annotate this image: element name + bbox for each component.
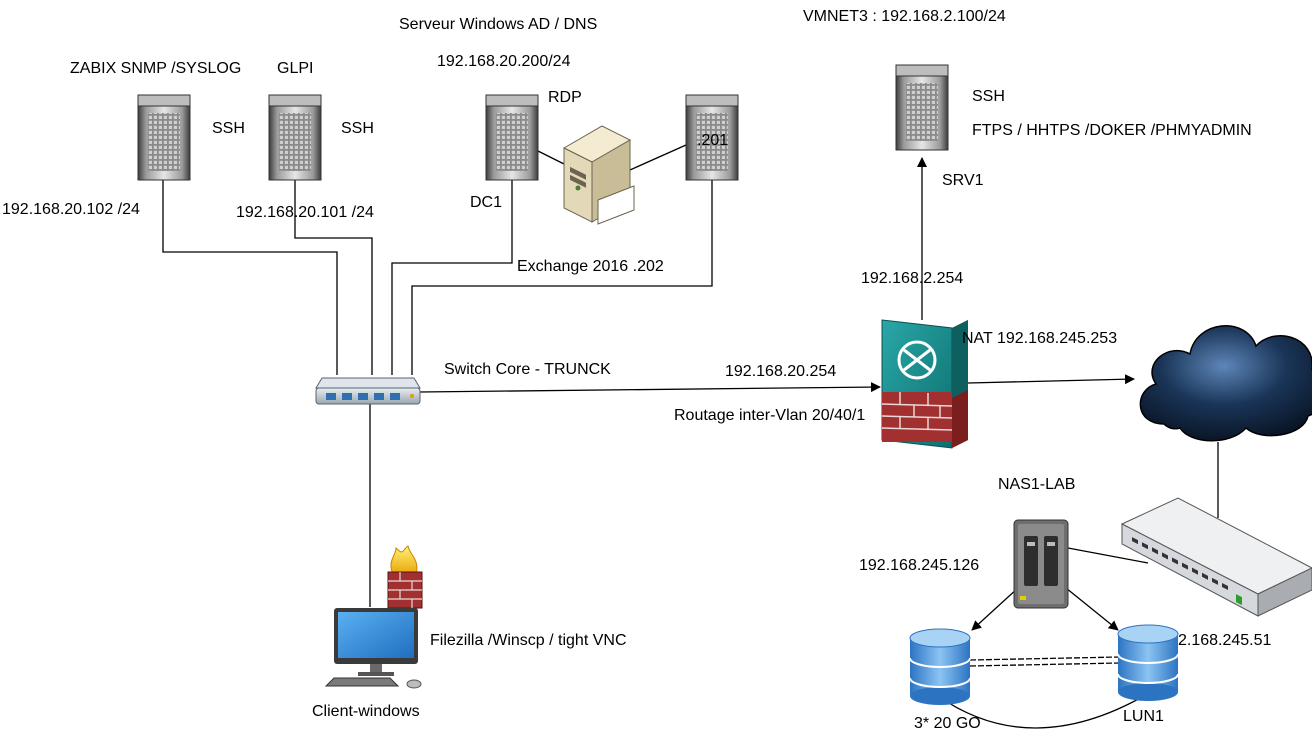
exchange-label: Exchange 2016 .202 — [517, 258, 664, 275]
internet-cloud[interactable] — [1139, 325, 1312, 442]
link-exchange-srv201 — [629, 144, 687, 171]
fw-inside-ip-label: 192.168.2.254 — [861, 270, 964, 287]
zabbix-ssh-label: SSH — [212, 120, 245, 137]
client-apps-label: Filezilla /Winscp / tight VNC — [430, 632, 627, 649]
pc-tower-icon — [562, 125, 635, 225]
nas-icon — [1013, 519, 1069, 609]
server-glpi[interactable] — [268, 94, 322, 181]
cloud-icon — [1139, 325, 1312, 442]
server-exchange[interactable] — [562, 125, 635, 225]
network-switch-icon — [315, 377, 421, 405]
server-dc1[interactable] — [485, 94, 539, 181]
rack-switch-icon — [1120, 497, 1312, 617]
database-icon — [1117, 624, 1179, 701]
lun-ip-label: 2.168.245.51 — [1178, 632, 1272, 649]
lun1-label: LUN1 — [1123, 708, 1164, 725]
zabbix-ip-label: 192.168.20.102 /24 — [2, 201, 140, 218]
link-firewall-cloud — [967, 374, 1135, 385]
glpi-ip-label: 192.168.20.101 /24 — [236, 204, 374, 221]
client-label: Client-windows — [312, 703, 420, 720]
gateway-ip-label: 192.168.20.254 — [725, 363, 837, 380]
server-tower-icon — [895, 64, 949, 151]
link-disk-replica-a — [969, 656, 1121, 661]
link-disk-arc — [937, 695, 1145, 729]
nat-label: NAT 192.168.245.253 — [962, 330, 1118, 347]
link-srv201-switch — [411, 180, 713, 375]
server-srv1[interactable] — [895, 64, 949, 151]
srv1-services-label: FTPS / HHTPS /DOKER /PHMYADMIN — [972, 122, 1252, 139]
rdp-label: RDP — [548, 89, 582, 106]
nas-title: NAS1-LAB — [998, 476, 1076, 493]
link-dc1-switch — [391, 180, 513, 375]
nas-ip-label: 192.168.245.126 — [859, 557, 980, 574]
firewall-router-icon — [881, 319, 968, 449]
ad-title: Serveur Windows AD / DNS — [399, 16, 598, 33]
client-windows[interactable] — [324, 608, 422, 689]
link-nas-disk-left — [971, 587, 1019, 631]
switch-core-label: Switch Core - TRUNCK — [444, 361, 611, 378]
switch-core[interactable] — [315, 377, 421, 405]
routage-label: Routage inter-Vlan 20/40/1 — [674, 407, 866, 424]
link-dc1-exchange — [535, 149, 567, 166]
srv1-label: SRV1 — [942, 172, 984, 189]
disk-left-label: 3* 20 GO — [914, 715, 981, 732]
nas1-lab[interactable] — [1013, 519, 1069, 609]
link-disk-replica-b — [969, 662, 1121, 667]
server-tower-icon — [485, 94, 539, 181]
ad-ip-label: 192.168.20.200/24 — [437, 53, 571, 70]
link-rackswitch-nas — [1067, 547, 1149, 564]
zabbix-title: ZABIX SNMP /SYSLOG — [70, 60, 242, 77]
server-201[interactable] — [685, 94, 739, 181]
link-switch-firewall — [419, 382, 881, 393]
link-glpi-switch — [294, 180, 373, 375]
firewall-icon — [387, 545, 423, 609]
srv1-ssh-label: SSH — [972, 88, 1005, 105]
glpi-ssh-label: SSH — [341, 120, 374, 137]
vmnet3-label: VMNET3 : 192.168.2.100/24 — [803, 8, 1006, 25]
link-zabbix-switch — [162, 180, 338, 375]
server-tower-icon — [137, 94, 191, 181]
client-firewall[interactable] — [387, 545, 423, 609]
database-icon — [909, 628, 971, 705]
connections — [162, 144, 1219, 729]
srv201-label: .201 — [697, 132, 729, 149]
disk-lun1[interactable] — [1117, 624, 1179, 701]
rack-switch[interactable] — [1120, 497, 1312, 617]
dc1-label: DC1 — [470, 194, 503, 211]
firewall-router[interactable] — [881, 319, 968, 449]
server-tower-icon — [685, 94, 739, 181]
disk-left[interactable] — [909, 628, 971, 705]
glpi-title: GLPI — [277, 60, 314, 77]
workstation-icon — [324, 608, 422, 689]
link-nas-disk-right — [1065, 587, 1119, 631]
server-zabbix[interactable] — [137, 94, 191, 181]
server-tower-icon — [268, 94, 322, 181]
